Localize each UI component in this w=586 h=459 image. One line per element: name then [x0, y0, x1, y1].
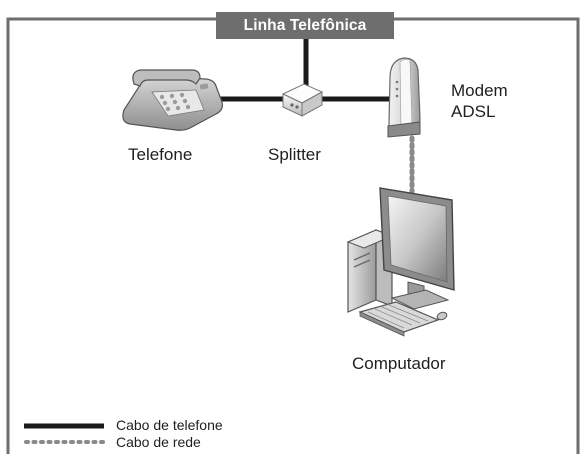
phone-line-title: Linha Telefônica [216, 12, 394, 39]
modem-label-line1: Modem [451, 81, 508, 100]
splitter-label: Splitter [268, 145, 321, 164]
splitter-icon [281, 83, 324, 117]
telephone-label: Telefone [128, 145, 193, 164]
telephone-icon [122, 69, 223, 131]
legend-network-cable-label: Cabo de rede [116, 434, 201, 450]
computer-icon [346, 187, 455, 337]
modem-label-line2: ADSL [451, 102, 496, 121]
legend-phone-cable-label: Cabo de telefone [116, 417, 223, 433]
computer-label: Computador [352, 354, 446, 373]
modem-icon [387, 57, 421, 138]
